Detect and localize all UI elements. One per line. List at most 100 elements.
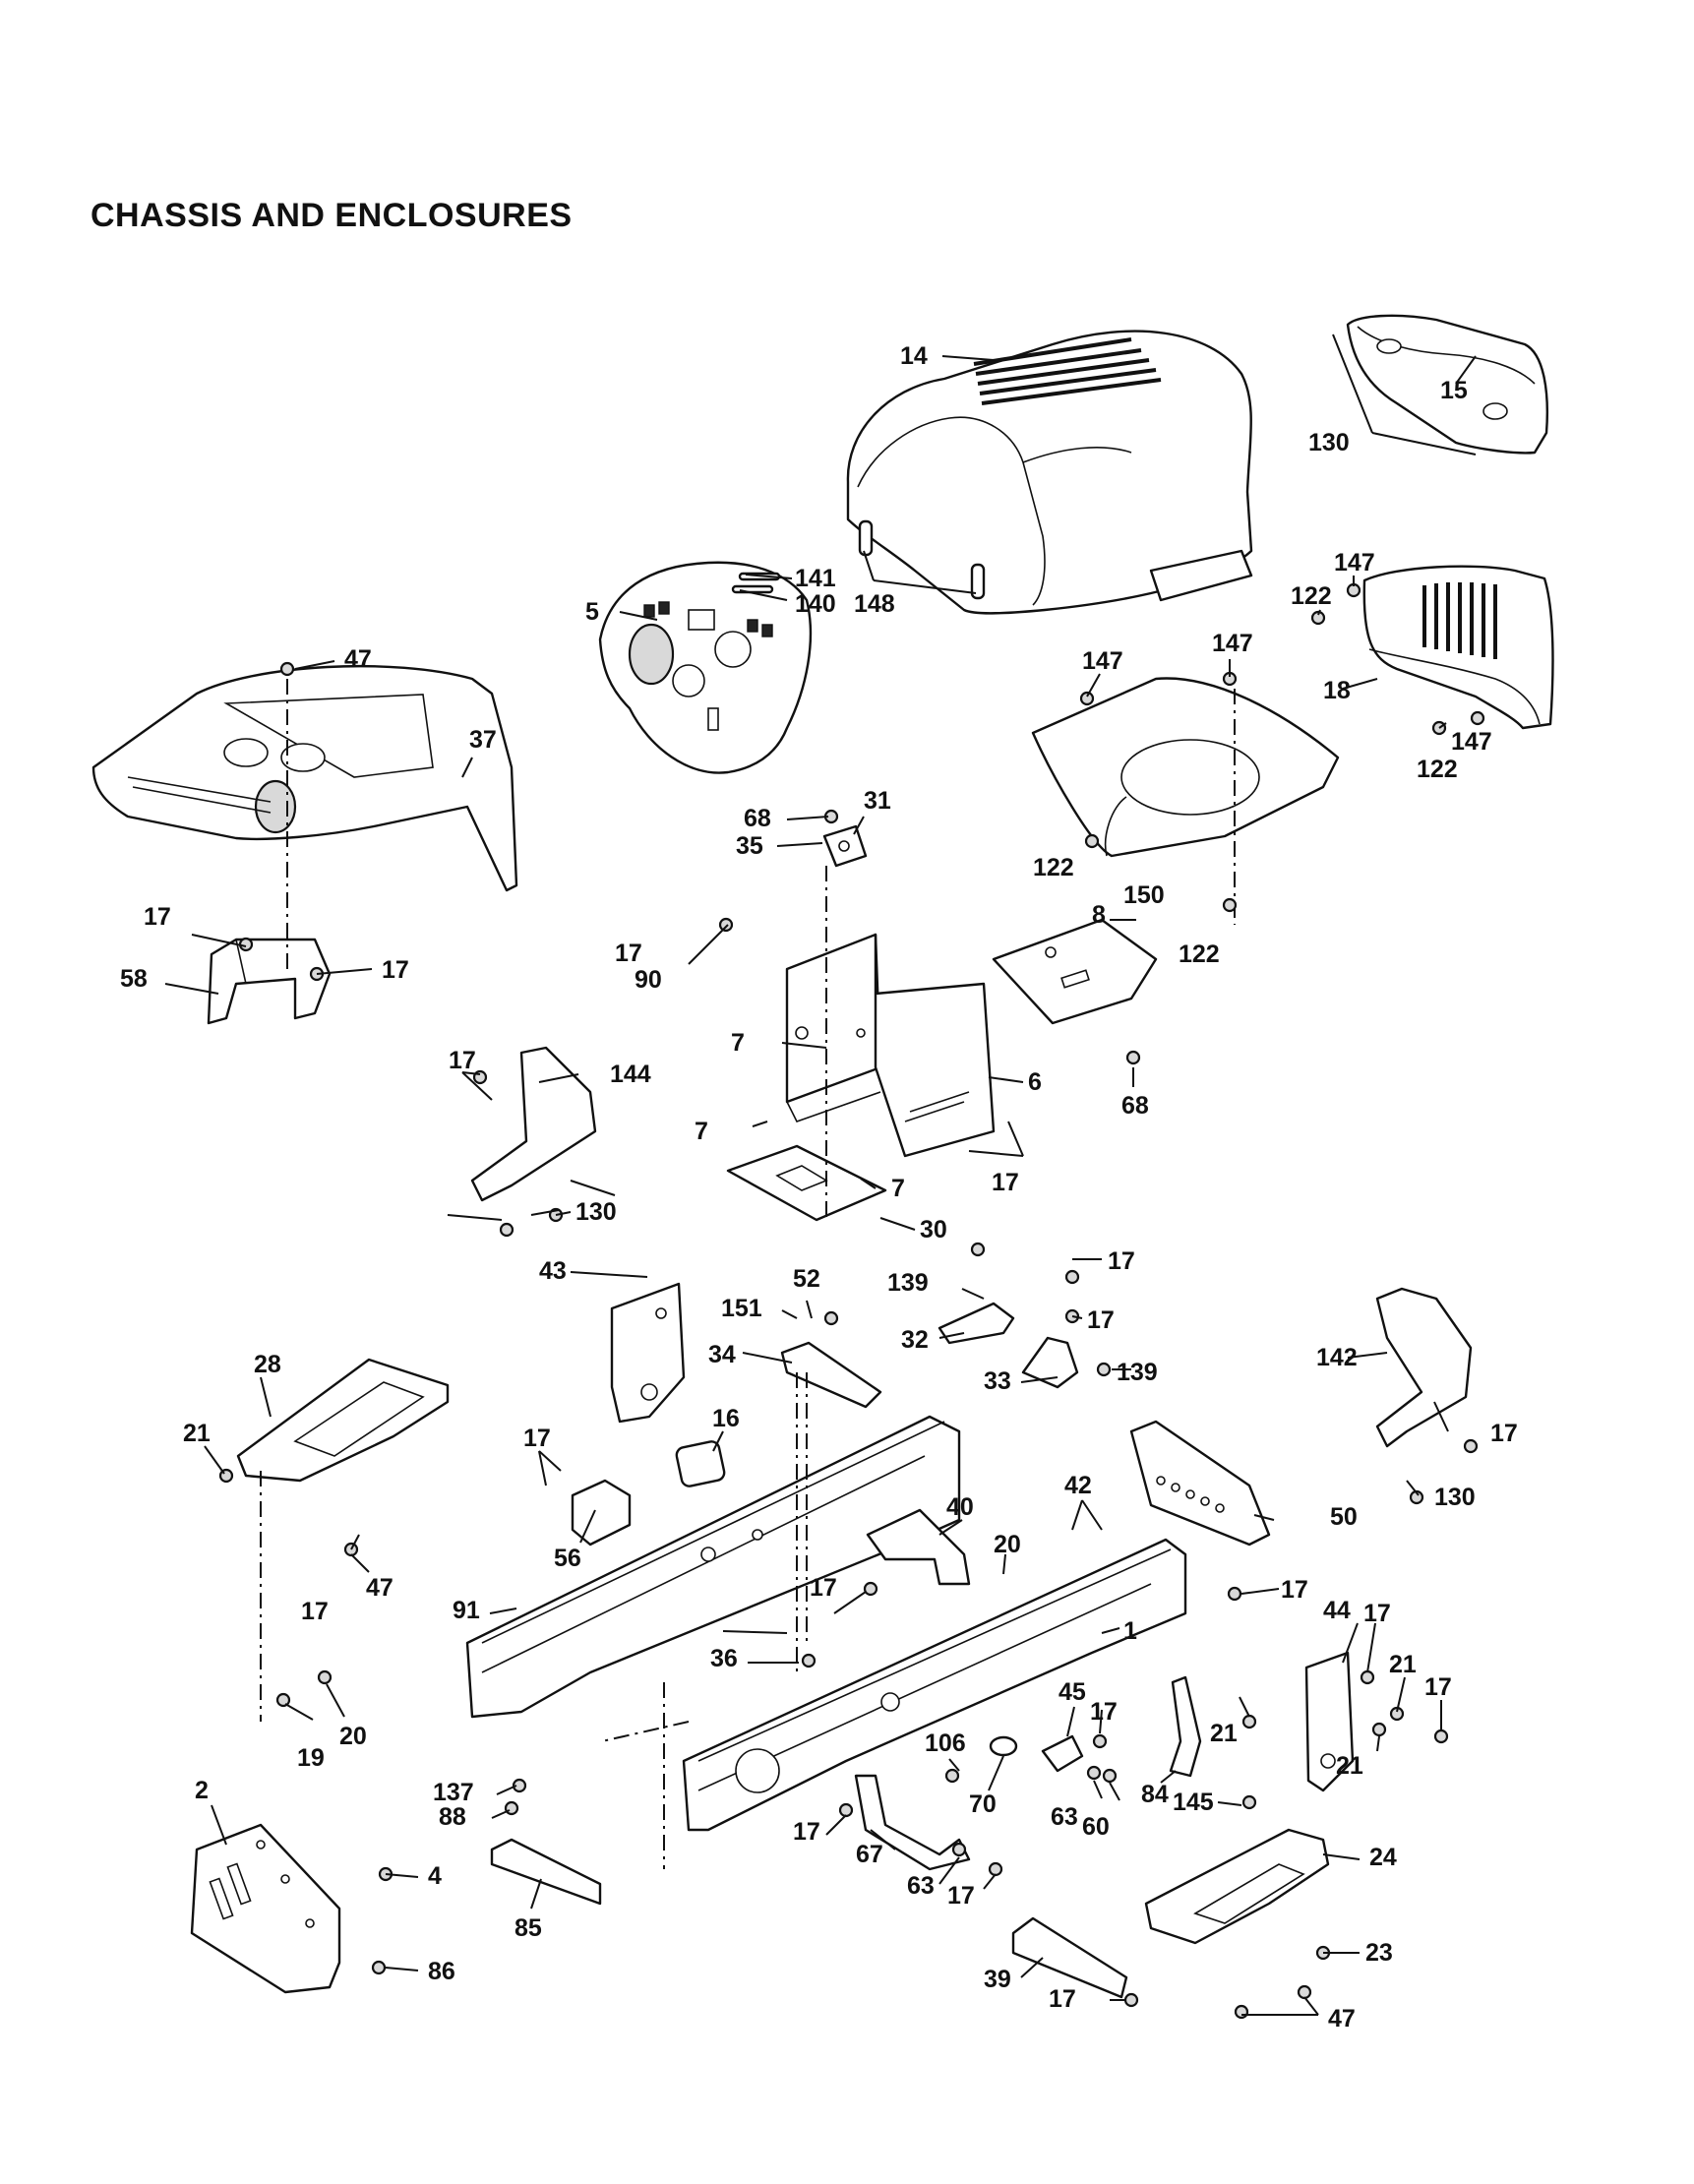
- callout-43: 43: [539, 1257, 567, 1285]
- callout-88: 88: [439, 1803, 466, 1831]
- callout-34: 34: [708, 1341, 736, 1368]
- callout-17: 17: [1087, 1306, 1115, 1334]
- bracket-part-84: [1169, 1675, 1202, 1778]
- plate-part-30: [726, 1144, 887, 1222]
- leader-lines: [164, 334, 1477, 2016]
- grille-part-18: [1362, 565, 1554, 730]
- callout-60: 60: [1082, 1813, 1110, 1841]
- callout-68: 68: [744, 805, 771, 832]
- bracket-part-40: [866, 1508, 971, 1586]
- bracket-part-58: [207, 938, 332, 1025]
- callout-122: 122: [1291, 582, 1332, 610]
- callout-39: 39: [984, 1966, 1011, 1993]
- callout-19: 19: [297, 1744, 325, 1772]
- callout-17: 17: [523, 1425, 551, 1452]
- callout-130: 130: [1434, 1484, 1476, 1511]
- bracket-part-56: [571, 1479, 632, 1547]
- callout-18: 18: [1323, 677, 1351, 704]
- step-plate-part-24: [1144, 1828, 1330, 1945]
- callout-150: 150: [1123, 881, 1165, 909]
- bracket-part-44: [1304, 1651, 1355, 1792]
- callout-6: 6: [1028, 1068, 1042, 1096]
- callout-147: 147: [1212, 630, 1253, 657]
- callout-56: 56: [554, 1545, 581, 1572]
- callout-90: 90: [635, 966, 662, 994]
- bracket-part-43: [610, 1282, 686, 1424]
- callout-17: 17: [1108, 1247, 1135, 1275]
- callout-36: 36: [710, 1645, 738, 1672]
- callout-16: 16: [712, 1405, 740, 1432]
- callout-21: 21: [183, 1420, 211, 1447]
- callout-33: 33: [984, 1367, 1011, 1395]
- callout-17: 17: [382, 956, 409, 984]
- callout-17: 17: [810, 1574, 837, 1602]
- callout-17: 17: [992, 1169, 1019, 1196]
- callout-17: 17: [449, 1047, 476, 1074]
- fender-part-37: [91, 664, 518, 892]
- bracket-part-34: [780, 1341, 882, 1409]
- callout-17: 17: [793, 1818, 820, 1846]
- plate-part-8: [992, 918, 1158, 1025]
- callout-47: 47: [344, 645, 372, 673]
- bracket-part-142: [1375, 1287, 1473, 1448]
- callout-37: 37: [469, 726, 497, 754]
- bracket-part-31: [822, 824, 868, 868]
- callout-137: 137: [433, 1779, 474, 1806]
- callout-63: 63: [1051, 1803, 1078, 1831]
- callout-63: 63: [907, 1872, 935, 1900]
- callout-17: 17: [144, 903, 171, 931]
- callout-17: 17: [301, 1598, 329, 1625]
- bracket-part-85: [490, 1838, 602, 1906]
- linkage-part-45: [1041, 1734, 1084, 1773]
- callout-17: 17: [1424, 1673, 1452, 1701]
- hood-part-14: [846, 330, 1253, 615]
- grommet-part-16: [675, 1440, 726, 1487]
- callout-24: 24: [1369, 1844, 1397, 1871]
- callout-130: 130: [1308, 429, 1350, 456]
- callout-147: 147: [1082, 647, 1123, 675]
- callout-labels: 14 15 130 141 140 148 5 147 122 147 147 …: [120, 342, 1518, 2032]
- callout-14: 14: [900, 342, 928, 370]
- ring-part-70: [989, 1735, 1018, 1757]
- callout-142: 142: [1316, 1344, 1358, 1371]
- callout-139: 139: [1117, 1359, 1158, 1386]
- callout-151: 151: [721, 1295, 762, 1322]
- callout-17: 17: [1490, 1420, 1518, 1447]
- callout-86: 86: [428, 1958, 455, 1985]
- dash-panel-part-5: [598, 561, 813, 774]
- callout-91: 91: [453, 1597, 480, 1624]
- callout-2: 2: [195, 1777, 209, 1804]
- callout-32: 32: [901, 1326, 929, 1354]
- hood-inserts-148: [858, 519, 986, 600]
- bracket-plate-part-2: [190, 1823, 341, 1994]
- callout-21: 21: [1210, 1720, 1238, 1747]
- callout-85: 85: [514, 1914, 542, 1942]
- callout-7: 7: [695, 1118, 708, 1145]
- callout-144: 144: [610, 1061, 651, 1088]
- callout-17: 17: [1049, 1985, 1076, 2013]
- callout-122: 122: [1033, 854, 1074, 881]
- callout-7: 7: [731, 1029, 745, 1057]
- callout-17: 17: [1363, 1600, 1391, 1627]
- callout-5: 5: [585, 598, 599, 626]
- callout-17: 17: [1281, 1576, 1308, 1604]
- front-panel-part-50: [1129, 1420, 1271, 1547]
- callout-31: 31: [864, 787, 891, 815]
- callout-140: 140: [795, 590, 836, 618]
- callout-42: 42: [1064, 1472, 1092, 1499]
- callout-17: 17: [615, 940, 642, 967]
- callout-35: 35: [736, 832, 763, 860]
- callout-106: 106: [925, 1729, 966, 1757]
- callout-147: 147: [1334, 549, 1375, 576]
- callout-141: 141: [795, 565, 836, 592]
- callout-84: 84: [1141, 1781, 1169, 1808]
- callout-7: 7: [891, 1175, 905, 1202]
- callout-21: 21: [1336, 1752, 1363, 1780]
- callout-147: 147: [1451, 728, 1492, 756]
- callout-122: 122: [1179, 940, 1220, 968]
- callout-28: 28: [254, 1351, 281, 1378]
- callout-68: 68: [1121, 1092, 1149, 1120]
- callout-40: 40: [946, 1493, 974, 1521]
- frame-rail-part-1: [682, 1538, 1187, 1832]
